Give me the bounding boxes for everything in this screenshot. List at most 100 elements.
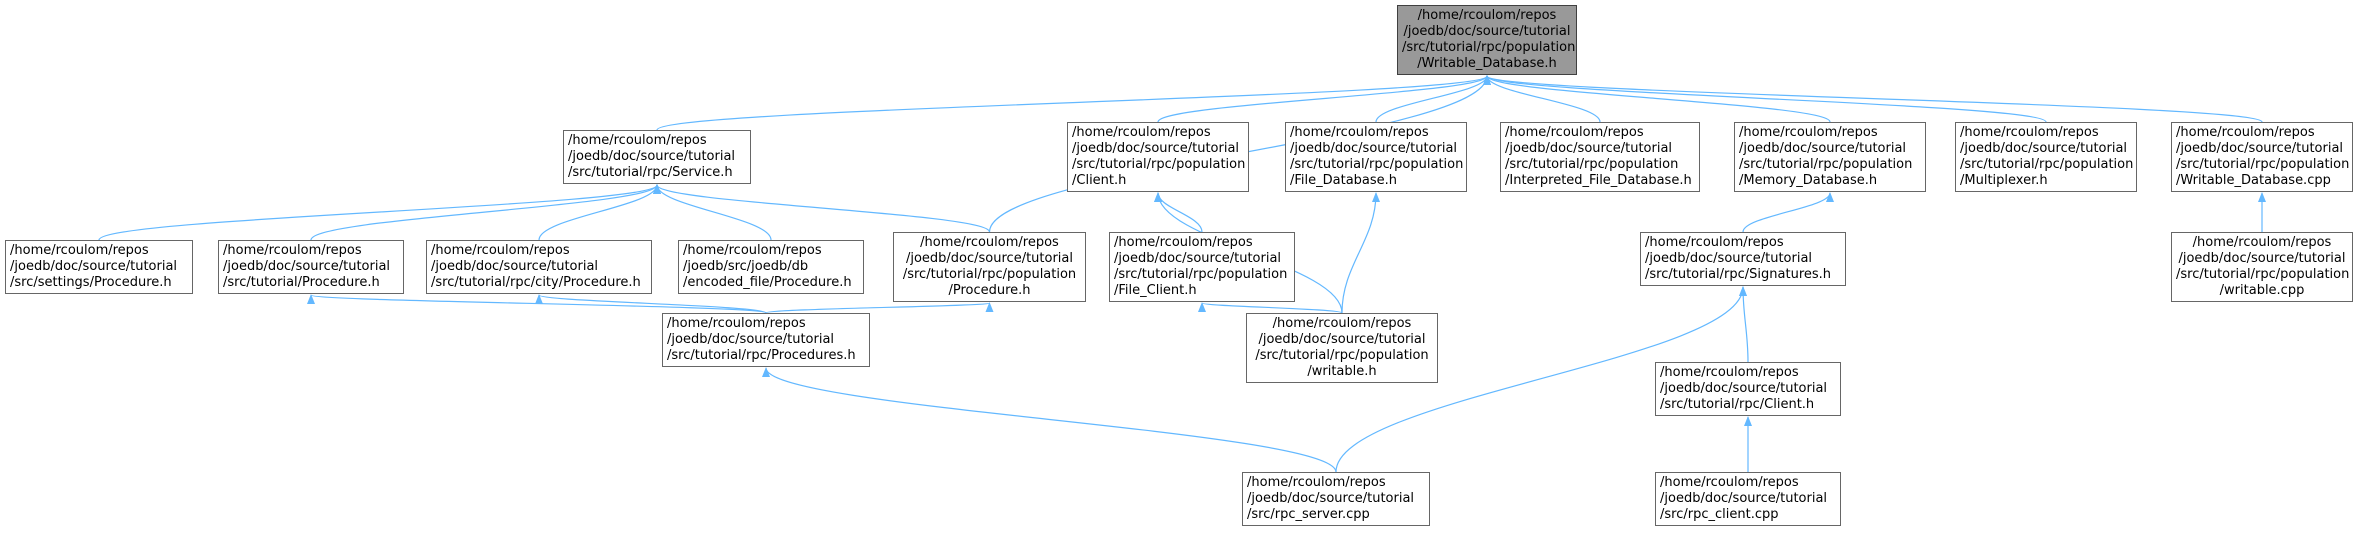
node-label-line: /joedb/doc/source/tutorial — [667, 332, 835, 347]
node-label-line: /src/tutorial/rpc/population — [1114, 267, 1288, 282]
edge-encoded_proc-to-service — [653, 184, 772, 241]
edge-procedures-to-city_proc — [535, 294, 767, 314]
node-label-line: /src/tutorial/rpc/Service.h — [568, 165, 733, 180]
node-label-line: /home/rcoulom/repos — [1660, 475, 1799, 490]
node-label-line: /joedb/doc/source/tutorial — [1960, 141, 2128, 156]
node-rpc-client-cpp[interactable]: /home/rcoulom/repos/joedb/doc/source/tut… — [1655, 472, 1841, 526]
node-label-line: /home/rcoulom/repos — [1114, 235, 1253, 250]
node-procedures[interactable]: /home/rcoulom/repos/joedb/doc/source/tut… — [662, 313, 870, 367]
node-file-client[interactable]: /home/rcoulom/repos/joedb/doc/source/tut… — [1109, 232, 1295, 302]
edge-interp_db-to-root — [1483, 75, 1601, 123]
node-label-line: /home/rcoulom/repos — [1505, 125, 1644, 140]
node-label-line: /joedb/doc/source/tutorial — [1258, 332, 1426, 347]
node-service[interactable]: /home/rcoulom/repos/joedb/doc/source/tut… — [563, 130, 751, 184]
node-label-line: /src/tutorial/rpc/population — [1960, 157, 2134, 172]
node-label-line: /joedb/doc/source/tutorial — [1739, 141, 1907, 156]
edge-city_proc-to-service — [538, 184, 661, 241]
node-signatures[interactable]: /home/rcoulom/repos/joedb/doc/source/tut… — [1640, 232, 1846, 286]
node-label-line: /src/tutorial/rpc/population — [1739, 157, 1913, 172]
node-label-line: /joedb/doc/source/tutorial — [431, 259, 599, 274]
node-label-line: /home/rcoulom/repos — [2176, 125, 2315, 140]
edge-procedures-to-tutorial_proc — [307, 294, 767, 314]
node-label-line: /src/tutorial/rpc/city/Procedure.h — [431, 275, 641, 290]
node-label-line: /writable.h — [1307, 364, 1377, 379]
node-label-line: /joedb/doc/source/tutorial — [1505, 141, 1673, 156]
node-label-line: /writable.cpp — [2219, 283, 2305, 298]
node-label-line: /Interpreted_File_Database.h — [1505, 173, 1692, 188]
node-memory-db[interactable]: /home/rcoulom/repos/joedb/doc/source/tut… — [1734, 122, 1926, 192]
node-label-line: /src/tutorial/rpc/Client.h — [1660, 397, 1815, 412]
node-label-line: /home/rcoulom/repos — [2192, 235, 2332, 250]
edge-rpc_client_h-to-signatures — [1739, 286, 1749, 363]
node-city-proc[interactable]: /home/rcoulom/repos/joedb/doc/source/tut… — [426, 240, 652, 294]
edge-service-to-root — [656, 75, 1491, 131]
node-writable-h[interactable]: /home/rcoulom/repos/joedb/doc/source/tut… — [1246, 313, 1438, 383]
node-label-line: /src/tutorial/rpc/population — [2176, 267, 2350, 282]
node-interp-db[interactable]: /home/rcoulom/repos/joedb/doc/source/tut… — [1500, 122, 1700, 192]
edge-tutorial_proc-to-service — [310, 184, 661, 241]
node-label-line: /joedb/doc/source/tutorial — [1660, 491, 1828, 506]
node-label-line: /File_Database.h — [1290, 173, 1398, 188]
node-label-line: /Procedure.h — [948, 283, 1031, 298]
node-label-line: /home/rcoulom/repos — [1645, 235, 1784, 250]
node-label-line: /joedb/doc/source/tutorial — [1660, 381, 1828, 396]
node-label-line: /joedb/doc/source/tutorial — [2176, 141, 2344, 156]
node-tutorial-proc[interactable]: /home/rcoulom/repos/joedb/doc/source/tut… — [218, 240, 404, 294]
node-label-line: /Multiplexer.h — [1960, 173, 2048, 188]
node-rpc-client-h[interactable]: /home/rcoulom/repos/joedb/doc/source/tut… — [1655, 362, 1841, 416]
node-label-line: /joedb/doc/source/tutorial — [1072, 141, 1240, 156]
edge-writable_h-to-file_db — [1341, 192, 1380, 314]
node-label-line: /home/rcoulom/repos — [667, 316, 806, 331]
node-writable-db-cpp[interactable]: /home/rcoulom/repos/joedb/doc/source/tut… — [2171, 122, 2353, 192]
node-label-line: /home/rcoulom/repos — [568, 133, 707, 148]
node-label-line: /home/rcoulom/repos — [1072, 125, 1211, 140]
node-label-line: /joedb/doc/source/tutorial — [1247, 491, 1415, 506]
node-rpc-server[interactable]: /home/rcoulom/repos/joedb/doc/source/tut… — [1242, 472, 1430, 526]
node-file-db[interactable]: /home/rcoulom/repos/joedb/doc/source/tut… — [1285, 122, 1467, 192]
node-label-line: /src/tutorial/rpc/population — [1402, 40, 1576, 55]
edge-procedures-to-pop_proc — [765, 302, 993, 314]
node-label-line: /joedb/doc/source/tutorial — [2178, 251, 2346, 266]
node-label-line: /home/rcoulom/repos — [683, 243, 822, 258]
node-label-line: /home/rcoulom/repos — [1272, 316, 1412, 331]
node-label-line: /src/tutorial/Procedure.h — [223, 275, 380, 290]
node-label-line: /home/rcoulom/repos — [920, 235, 1059, 250]
node-label-line: /joedb/doc/source/tutorial — [568, 149, 736, 164]
node-encoded-proc[interactable]: /home/rcoulom/repos/joedb/src/joedb/db/e… — [678, 240, 864, 294]
node-label-line: /src/tutorial/rpc/Signatures.h — [1645, 267, 1832, 282]
node-label-line: /src/tutorial/rpc/population — [1505, 157, 1679, 172]
node-label-line: /joedb/doc/source/tutorial — [10, 259, 178, 274]
node-label-line: /home/rcoulom/repos — [1290, 125, 1429, 140]
node-label-line: /joedb/doc/source/tutorial — [1290, 141, 1458, 156]
edge-settings_proc-to-service — [98, 184, 661, 241]
node-client-pop[interactable]: /home/rcoulom/repos/joedb/doc/source/tut… — [1067, 122, 1249, 192]
edge-signatures-to-memory_db — [1742, 192, 1834, 233]
node-label-line: /home/rcoulom/repos — [1660, 365, 1799, 380]
node-label-line: /home/rcoulom/repos — [1960, 125, 2099, 140]
node-multiplexer[interactable]: /home/rcoulom/repos/joedb/doc/source/tut… — [1955, 122, 2137, 192]
edge-multiplexer-to-root — [1483, 75, 2047, 123]
node-label-line: /joedb/doc/source/tutorial — [1114, 251, 1282, 266]
edge-file_db-to-root — [1375, 75, 1491, 123]
node-label-line: /home/rcoulom/repos — [10, 243, 149, 258]
node-label-line: /joedb/doc/source/tutorial — [905, 251, 1074, 266]
node-label-line: /src/tutorial/rpc/population — [902, 267, 1077, 282]
node-settings-proc[interactable]: /home/rcoulom/repos/joedb/doc/source/tut… — [5, 240, 193, 294]
node-label-line: /Writable_Database.cpp — [2176, 173, 2331, 188]
node-root[interactable]: /home/rcoulom/repos/joedb/doc/source/tut… — [1397, 5, 1577, 75]
node-label-line: /joedb/doc/source/tutorial — [1403, 24, 1571, 39]
node-label-line: /home/rcoulom/repos — [1739, 125, 1878, 140]
edge-rpc_server-to-procedures — [762, 367, 1337, 473]
edge-writable_db_cpp-to-root — [1483, 75, 2263, 123]
node-label-line: /src/settings/Procedure.h — [10, 275, 172, 290]
node-label-line: /src/tutorial/rpc/population — [1290, 157, 1464, 172]
node-label-line: /Writable_Database.h — [1417, 56, 1557, 71]
node-label-line: /home/rcoulom/repos — [223, 243, 362, 258]
node-writable-cpp[interactable]: /home/rcoulom/repos/joedb/doc/source/tut… — [2171, 232, 2353, 302]
node-pop-proc[interactable]: /home/rcoulom/repos/joedb/doc/source/tut… — [893, 232, 1086, 302]
node-label-line: /src/rpc_client.cpp — [1660, 507, 1779, 522]
edge-writable_h-to-file_client — [1198, 302, 1343, 314]
node-label-line: /joedb/doc/source/tutorial — [1645, 251, 1813, 266]
